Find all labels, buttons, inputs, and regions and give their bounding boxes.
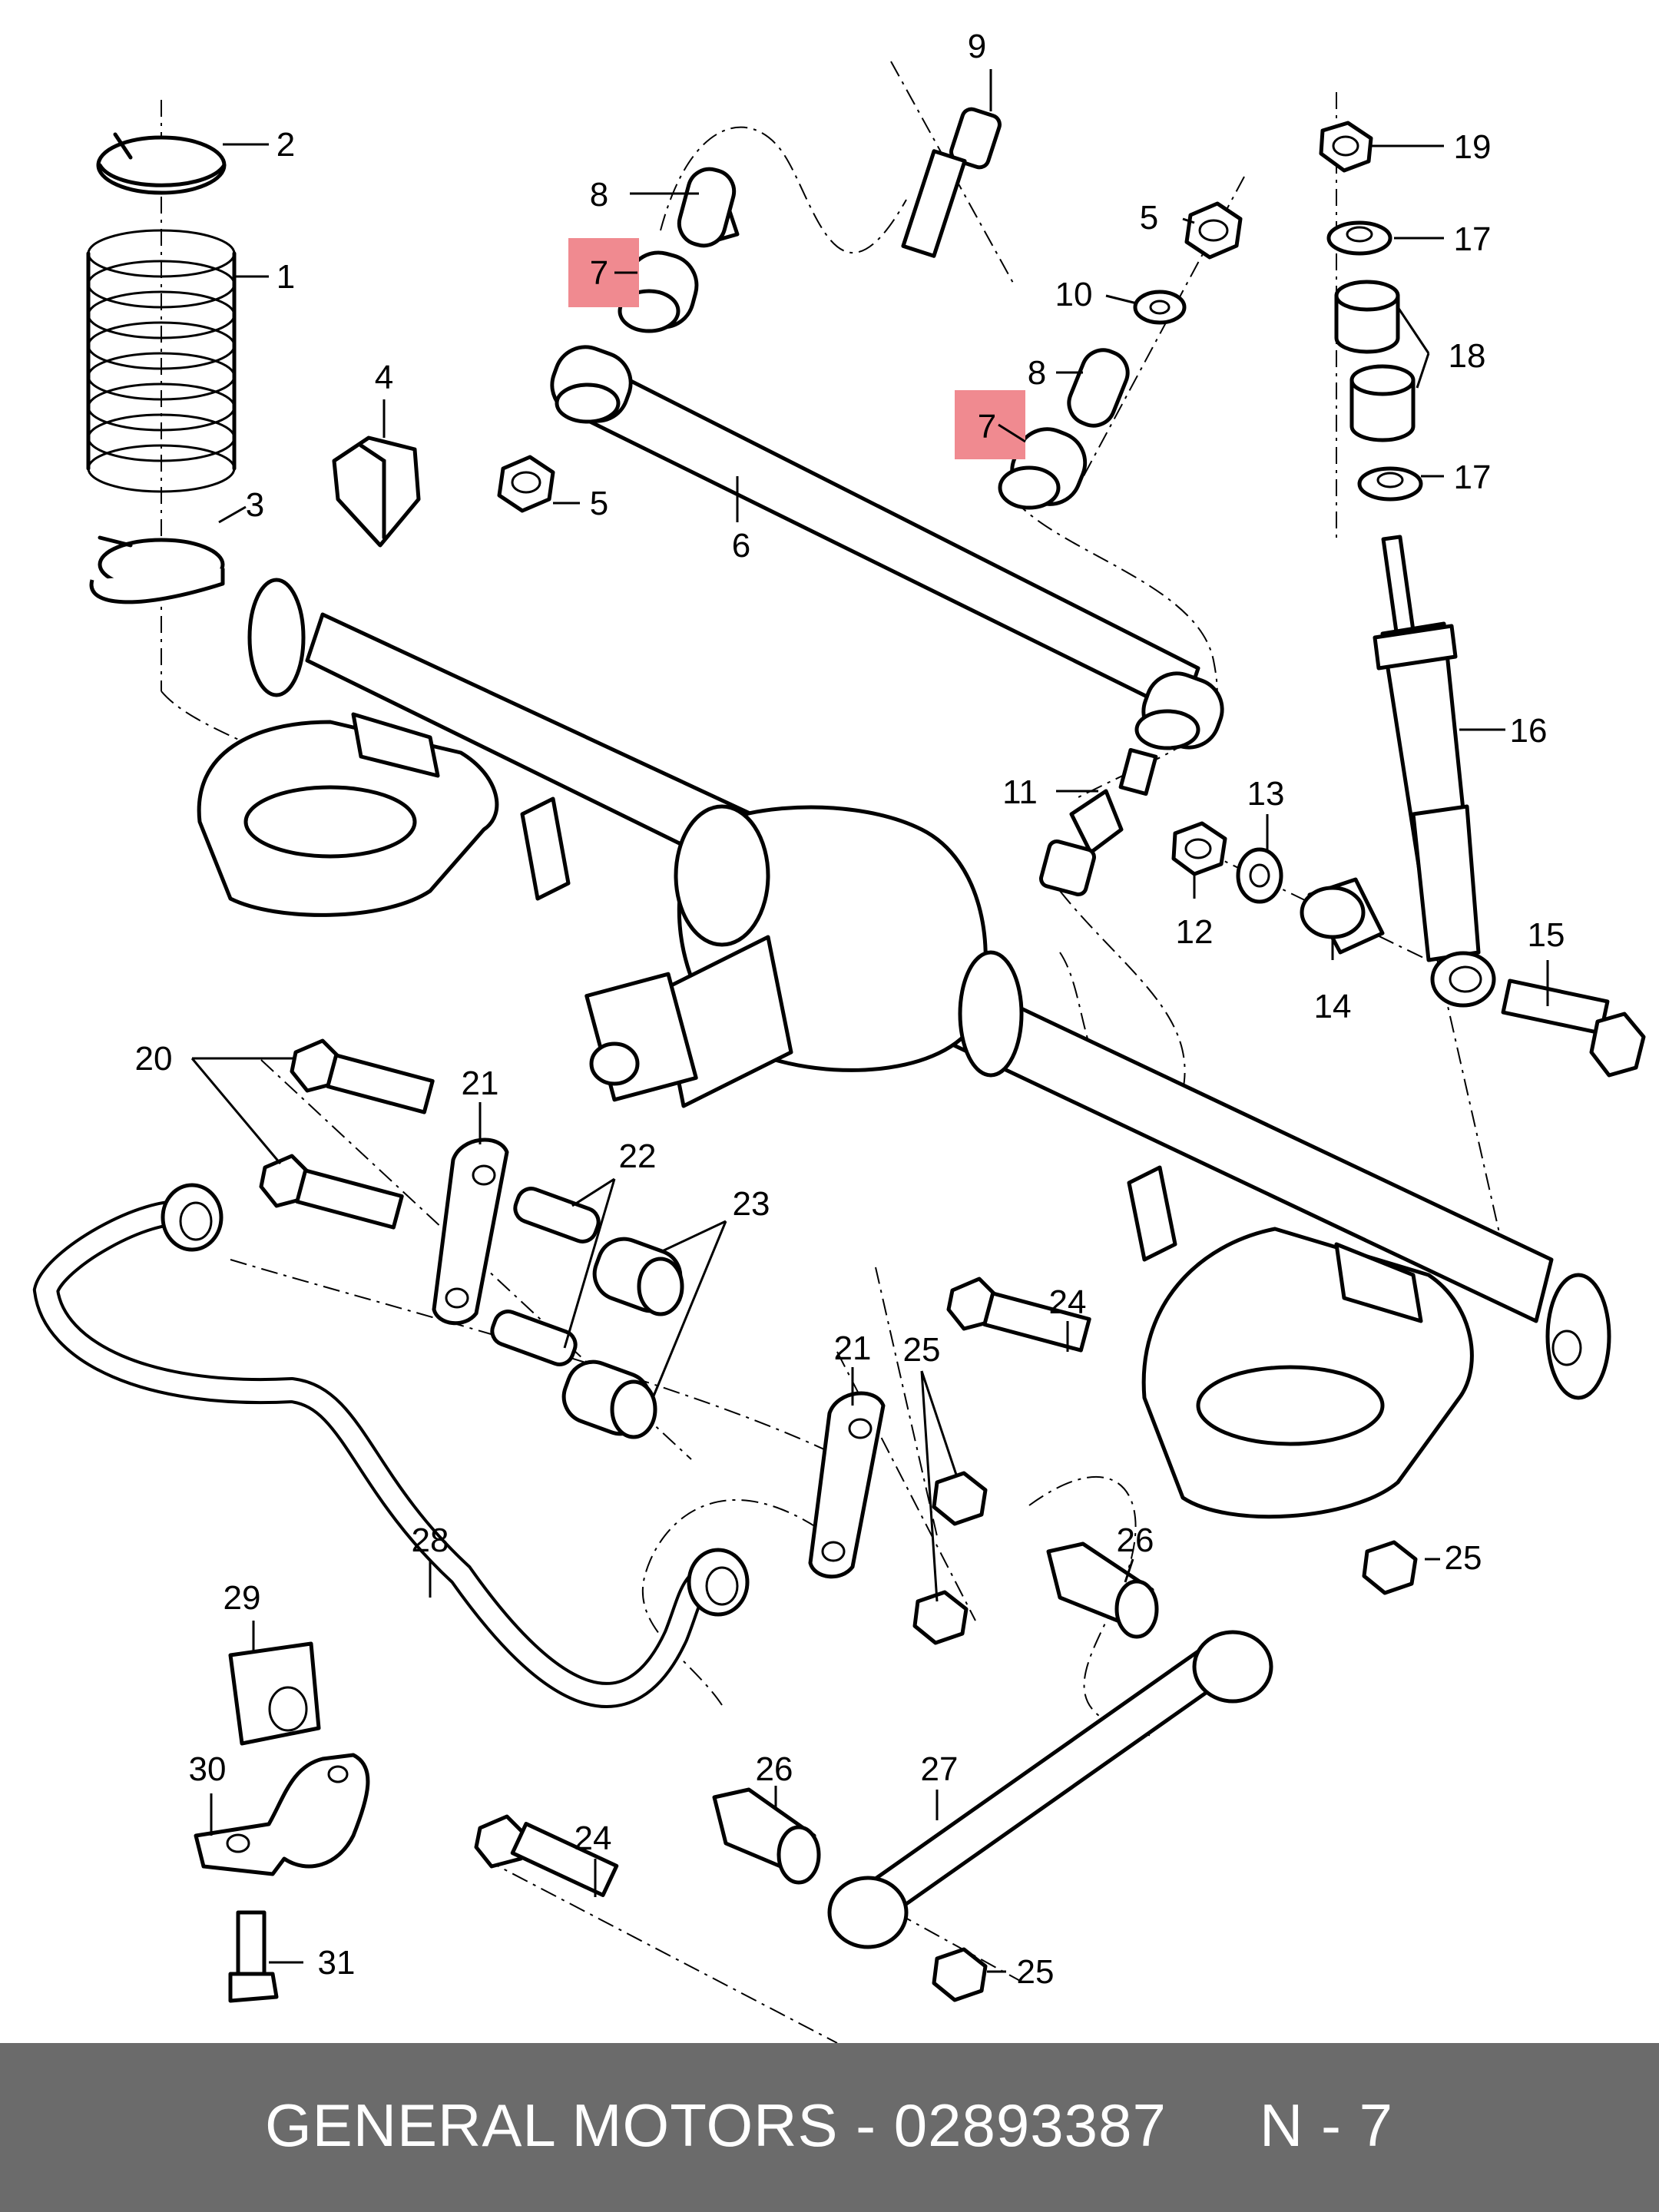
bushing-sleeve-upper-right: [1067, 348, 1130, 428]
lower-link: [827, 1630, 1273, 1949]
bushing-26-upper: [1046, 1541, 1159, 1639]
callout-31: 31: [318, 1944, 356, 1982]
callout-26: 26: [756, 1750, 793, 1788]
callout-27: 27: [921, 1750, 959, 1788]
highlights: [568, 238, 1025, 459]
callout-28: 28: [412, 1522, 449, 1559]
callout-24: 24: [575, 1820, 612, 1857]
bushing-upper-right: [998, 427, 1088, 510]
callout-labels: 9 2 19 8 5 17 1 7 10 18 4 8 7 17 5 3 6 1…: [135, 28, 1565, 1991]
bracket-left: [520, 796, 571, 901]
bushing-mid: [1300, 877, 1385, 955]
bolt-shock-lower: [1501, 979, 1646, 1078]
callout-24: 24: [1049, 1283, 1087, 1321]
callout-25: 25: [1017, 1953, 1055, 1991]
callout-25: 25: [1445, 1539, 1482, 1577]
callout-13: 13: [1247, 775, 1285, 813]
washer-right: [1133, 290, 1187, 325]
bracket-right: [1127, 1165, 1177, 1262]
upper-link: [550, 345, 1224, 750]
nut-left: [497, 455, 555, 513]
callout-6: 6: [732, 527, 750, 565]
callout-19: 19: [1454, 128, 1492, 166]
callout-22: 22: [619, 1137, 657, 1175]
nut-right-upper: [1184, 201, 1243, 260]
callout-18: 18: [1449, 337, 1486, 375]
leader-lines: [190, 69, 1549, 1973]
highlight-7-lower: [955, 390, 1025, 459]
callout-8: 8: [1028, 354, 1046, 392]
bushing-26-lower: [712, 1787, 821, 1885]
callout-14: 14: [1314, 988, 1352, 1025]
spring-pad-left: [197, 712, 499, 917]
bushing-sleeve-upper-left: [677, 167, 740, 248]
coil-spring: [86, 229, 237, 493]
callout-11: 11: [1002, 773, 1038, 811]
stabilizer-bushing: [228, 1641, 321, 1746]
shock-bushing-pair: [1334, 280, 1416, 442]
callout-17: 17: [1454, 459, 1492, 496]
bolt-24-lower: [474, 1814, 619, 1898]
link-plate-right: [808, 1391, 886, 1579]
callout-2: 2: [276, 126, 295, 164]
callout-30: 30: [189, 1750, 227, 1788]
washer-mid: [1236, 847, 1283, 904]
callout-7: 7: [590, 254, 608, 292]
callout-20: 20: [135, 1040, 173, 1078]
callout-1: 1: [276, 258, 295, 296]
stabilizer-bar: [32, 1183, 750, 1708]
bolt-upper: [901, 107, 1002, 258]
callout-25: 25: [903, 1331, 941, 1369]
callout-15: 15: [1528, 916, 1565, 954]
callout-23: 23: [733, 1185, 770, 1223]
link-plate-left: [432, 1137, 509, 1326]
stud: [1039, 747, 1158, 896]
bolts-link-front: [259, 1038, 435, 1230]
bolt-24-upper: [946, 1277, 1091, 1353]
callout-26: 26: [1117, 1522, 1154, 1559]
spring-upper-seat: [96, 132, 227, 195]
bump-stop: [332, 435, 421, 548]
nut-shock-top: [1319, 121, 1373, 173]
callout-12: 12: [1176, 913, 1214, 951]
callout-7: 7: [978, 408, 996, 445]
washer-shock-lower: [1357, 466, 1423, 502]
callout-5: 5: [1140, 199, 1158, 237]
callout-16: 16: [1510, 712, 1548, 750]
bushings-link: [561, 1237, 684, 1439]
callout-17: 17: [1454, 220, 1492, 258]
callout-reference: N - 7: [1260, 2091, 1394, 2159]
sleeves: [490, 1187, 601, 1366]
rear-axle-housing: [247, 578, 1611, 1400]
spring-lower-seat: [89, 535, 225, 604]
washer-shock-upper: [1326, 220, 1392, 256]
callout-29: 29: [224, 1579, 261, 1617]
clamp-bolt: [228, 1910, 279, 2003]
stabilizer-clamp: [194, 1753, 370, 1876]
brand-part-number: GENERAL MOTORS - 02893387: [265, 2091, 1167, 2159]
nuts-25: [912, 1471, 1418, 2002]
callout-3: 3: [246, 486, 264, 524]
callout-9: 9: [968, 28, 986, 65]
callout-5: 5: [590, 485, 608, 522]
shock-absorber: [1373, 535, 1496, 1008]
callout-8: 8: [590, 176, 608, 214]
callout-21: 21: [834, 1330, 872, 1367]
callout-4: 4: [375, 359, 393, 396]
nut-mid: [1171, 821, 1227, 876]
callout-10: 10: [1055, 276, 1093, 313]
spring-pad-right: [1141, 1227, 1474, 1519]
callout-21: 21: [462, 1065, 499, 1102]
rear-suspension-diagram: .p { fill: #fff; stroke: #000; stroke-wi…: [32, 28, 1646, 2043]
footer-bar: GENERAL MOTORS - 02893387 N - 7: [0, 2043, 1659, 2212]
